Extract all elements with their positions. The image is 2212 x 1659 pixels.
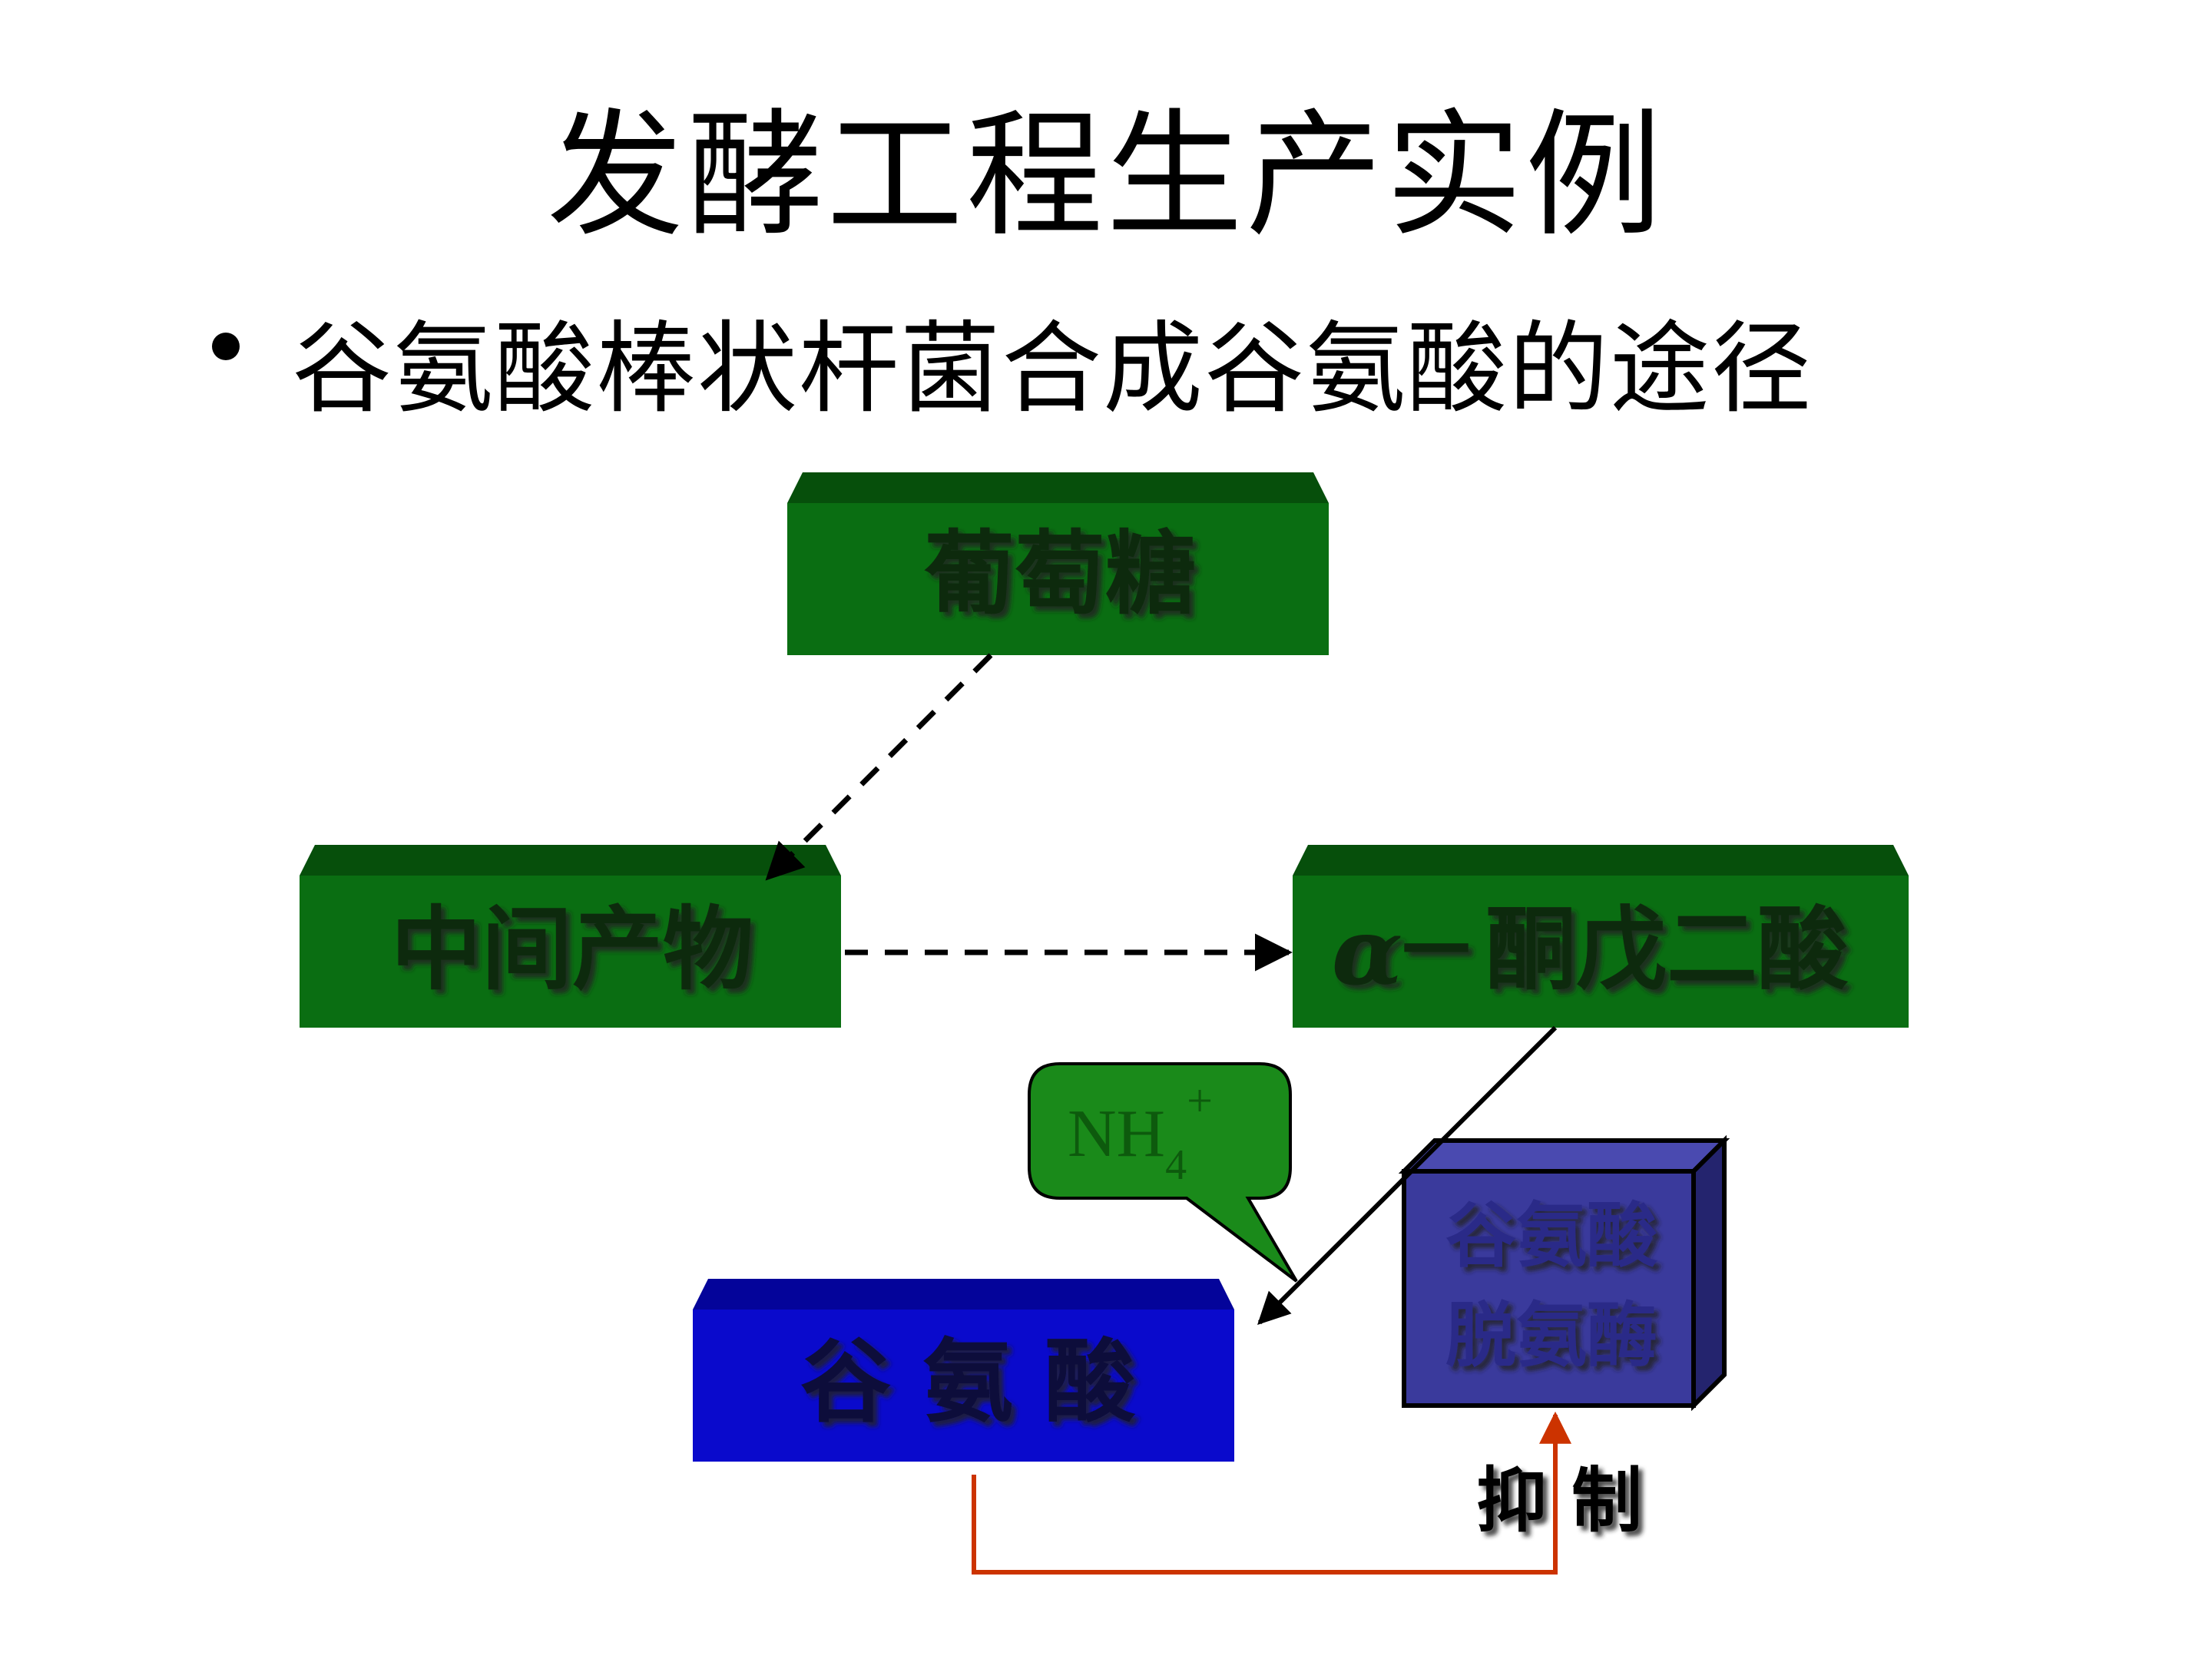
arrow-inhibition <box>972 1411 1571 1575</box>
slide-title: 发酵工程生产实例 <box>547 96 1665 255</box>
bullet-dot <box>212 333 240 360</box>
intermediate-node-top <box>300 845 841 876</box>
ammonium-main: NH <box>1068 1097 1165 1171</box>
alpha-ketoglutarate-node: α － 酮戊二酸 <box>1293 845 1909 1028</box>
bullet-text: 谷氨酸棒状杆菌合成谷氨酸的途径 <box>292 310 1813 427</box>
glutamate-node-top <box>693 1279 1234 1310</box>
enzyme-label-line2: 脱氨酶 <box>1445 1294 1657 1376</box>
ammonium-superscript: + <box>1187 1075 1213 1126</box>
glucose-node: 葡萄糖 <box>787 472 1329 655</box>
intermediate-label: 中间产物 <box>391 896 753 1002</box>
alpha-dash: － <box>1394 901 1479 999</box>
enzyme-front-face <box>1402 1169 1696 1408</box>
glucose-node-face <box>787 503 1329 655</box>
ammonium-callout: NH4+ <box>1028 1062 1298 1283</box>
glucose-label: 葡萄糖 <box>924 521 1196 627</box>
glutamate-dehydrogenase-node: 谷氨酸 脱氨酶 <box>1398 1134 1730 1412</box>
inhibition-label: 抑 制 <box>1476 1459 1642 1541</box>
enzyme-side-face <box>1691 1134 1727 1412</box>
glucose-node-top <box>787 472 1329 503</box>
alpha-ketoglutarate-label: 酮戊二酸 <box>1485 896 1849 1002</box>
arrow-alpha-to-glutamate <box>1257 1025 1558 1325</box>
glutamate-label: 谷 氨 酸 <box>800 1329 1136 1435</box>
enzyme-top-face <box>1398 1138 1730 1174</box>
enzyme-label-line1: 谷氨酸 <box>1445 1194 1658 1277</box>
ammonium-formula: NH4+ <box>1068 1075 1213 1189</box>
ammonium-subscript: 4 <box>1165 1141 1187 1189</box>
glutamate-node: 谷 氨 酸 <box>693 1279 1234 1462</box>
intermediate-node-face <box>300 876 841 1028</box>
glutamate-node-face <box>693 1310 1234 1462</box>
alpha-ketoglutarate-node-top <box>1293 845 1909 876</box>
arrow-glucose-to-intermediate <box>765 653 993 881</box>
ammonium-callout-bubble <box>1028 1062 1298 1283</box>
alpha-ketoglutarate-node-face <box>1293 876 1909 1028</box>
intermediate-node: 中间产物 <box>300 845 841 1028</box>
alpha-symbol: α <box>1332 898 1402 1006</box>
